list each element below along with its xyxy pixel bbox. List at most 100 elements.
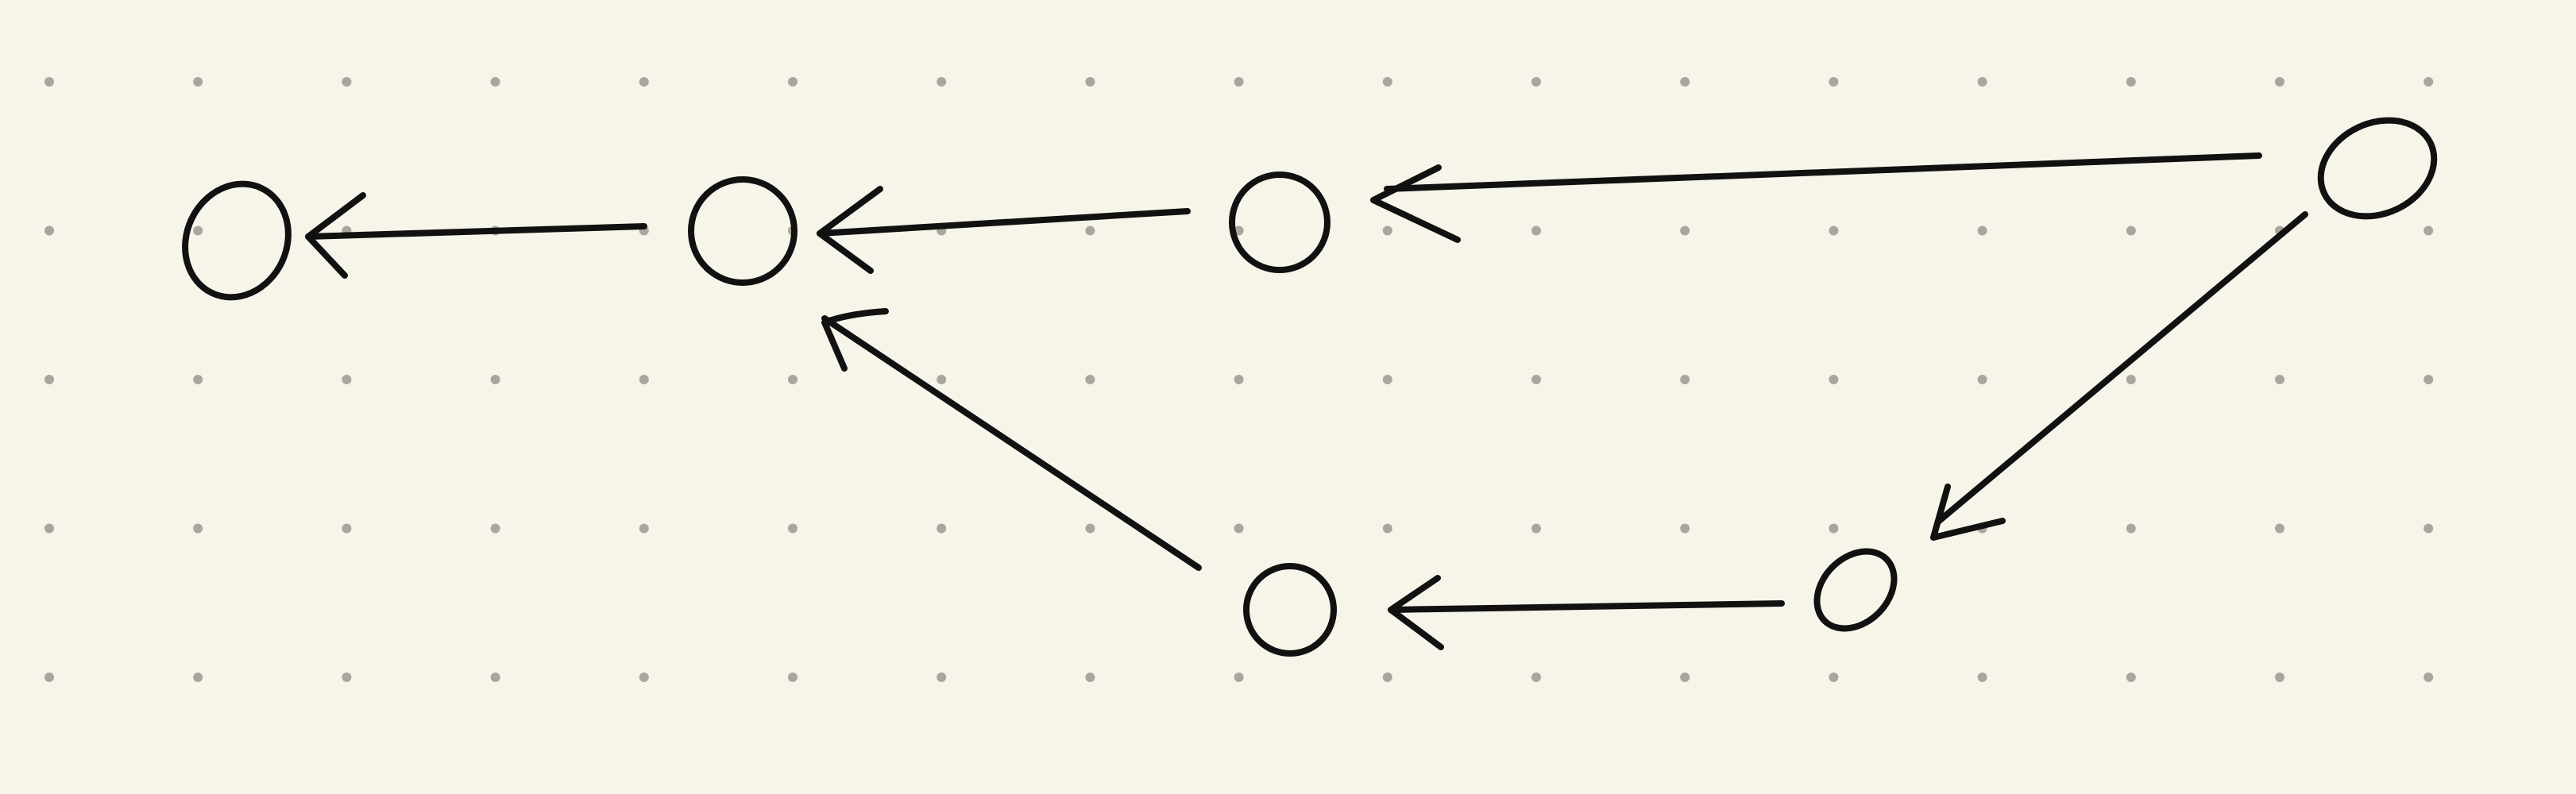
grid-dot xyxy=(193,673,203,682)
grid-dot xyxy=(1829,375,1839,384)
grid-dot xyxy=(1085,77,1095,87)
grid-dot xyxy=(639,77,649,87)
grid-dot xyxy=(44,77,54,87)
arrowhead-icon xyxy=(1370,164,1461,243)
grid-dot xyxy=(2275,673,2284,682)
grid-dot xyxy=(1234,375,1244,384)
grid-dot xyxy=(788,523,798,534)
grid-dot xyxy=(788,77,798,87)
edge-n4-to-n3[interactable] xyxy=(1370,152,2262,243)
grid-dot xyxy=(1977,225,1987,236)
grid-dot xyxy=(937,673,947,682)
grid-dot xyxy=(937,523,947,534)
edge-n5-to-n6[interactable] xyxy=(1388,575,1785,650)
node-n4[interactable] xyxy=(2305,102,2450,234)
grid-dot xyxy=(1829,77,1839,87)
edge-n2-to-n1[interactable] xyxy=(305,192,647,279)
grid-dot xyxy=(1234,77,1244,87)
node-n6[interactable] xyxy=(1243,563,1337,657)
edge-n3-to-n2[interactable] xyxy=(817,186,1191,274)
grid-dot xyxy=(193,77,203,87)
grid-dot xyxy=(1531,673,1541,682)
grid-dot xyxy=(1382,225,1392,236)
grid-dot xyxy=(937,375,947,384)
grid-dot xyxy=(1085,523,1095,534)
arrowhead-icon xyxy=(1388,575,1444,650)
grid-dot xyxy=(1531,375,1541,384)
grid-dot xyxy=(490,673,500,682)
grid-dot xyxy=(1680,77,1690,87)
grid-dot xyxy=(1829,523,1839,534)
grid-dot xyxy=(44,225,54,236)
grid-dot xyxy=(1829,673,1839,682)
grid-dot xyxy=(342,77,352,87)
grid-dot xyxy=(1234,523,1244,534)
grid-dot xyxy=(1531,225,1541,236)
edge-line xyxy=(1935,211,2308,525)
grid-dot xyxy=(1977,77,1987,87)
grid-dot xyxy=(1977,673,1987,682)
node-n1[interactable] xyxy=(167,167,307,314)
grid-dot xyxy=(44,523,54,534)
grid-dot xyxy=(2126,77,2136,87)
edge-n6-to-n2[interactable] xyxy=(821,308,1202,571)
grid-dot xyxy=(1234,225,1244,236)
grid-dot xyxy=(1382,523,1392,534)
grid-dot xyxy=(2126,523,2136,534)
grid-dot xyxy=(1382,673,1392,682)
arrowhead-icon xyxy=(305,192,366,279)
grid-dot xyxy=(2423,77,2434,87)
grid-dot xyxy=(1085,225,1095,236)
grid-dot xyxy=(1085,375,1095,384)
grid-dot xyxy=(490,523,500,534)
grid-dot xyxy=(1531,77,1541,87)
grid-dot xyxy=(44,673,54,682)
grid-dot xyxy=(2423,375,2434,384)
grid-dot xyxy=(1531,523,1541,534)
grid-dot xyxy=(1680,673,1690,682)
grid-dot xyxy=(639,673,649,682)
grid-dot xyxy=(1680,375,1690,384)
grid-dot xyxy=(44,375,54,384)
edge-line xyxy=(305,223,647,240)
grid-dot xyxy=(490,375,500,384)
grid-dot xyxy=(2126,225,2136,236)
edge-line xyxy=(1384,152,2262,192)
grid-dot xyxy=(2275,77,2284,87)
arrowhead-icon xyxy=(821,308,889,372)
nodes xyxy=(167,102,2450,657)
grid-dot xyxy=(490,77,500,87)
grid-dot xyxy=(2423,225,2434,236)
edges xyxy=(305,152,2308,650)
grid-dot xyxy=(2275,523,2284,534)
grid-dot xyxy=(1382,375,1392,384)
grid-dot xyxy=(1680,225,1690,236)
node-n2[interactable] xyxy=(688,176,798,286)
node-n5[interactable] xyxy=(1802,536,1910,644)
grid-dot xyxy=(1680,523,1690,534)
grid-dot xyxy=(2275,375,2284,384)
grid-dot xyxy=(639,523,649,534)
grid-dot xyxy=(639,375,649,384)
edge-line xyxy=(817,208,1191,237)
grid-dot xyxy=(788,375,798,384)
edge-n4-to-n5[interactable] xyxy=(1930,211,2308,541)
grid-dot xyxy=(1085,673,1095,682)
grid-dot xyxy=(937,77,947,87)
grid-dot xyxy=(193,523,203,534)
grid-dot xyxy=(342,523,352,534)
arrowhead-icon xyxy=(1930,484,2006,541)
grid-dot xyxy=(193,375,203,384)
grid-dot xyxy=(1234,673,1244,682)
grid-dot xyxy=(2423,673,2434,682)
grid-dot xyxy=(1382,77,1392,87)
grid-dot xyxy=(2423,523,2434,534)
grid-dot xyxy=(788,673,798,682)
grid-dot xyxy=(2126,673,2136,682)
grid-dot xyxy=(1977,375,1987,384)
arrowhead-icon xyxy=(817,186,883,274)
node-n3[interactable] xyxy=(1229,172,1330,273)
edge-line xyxy=(821,315,1202,571)
